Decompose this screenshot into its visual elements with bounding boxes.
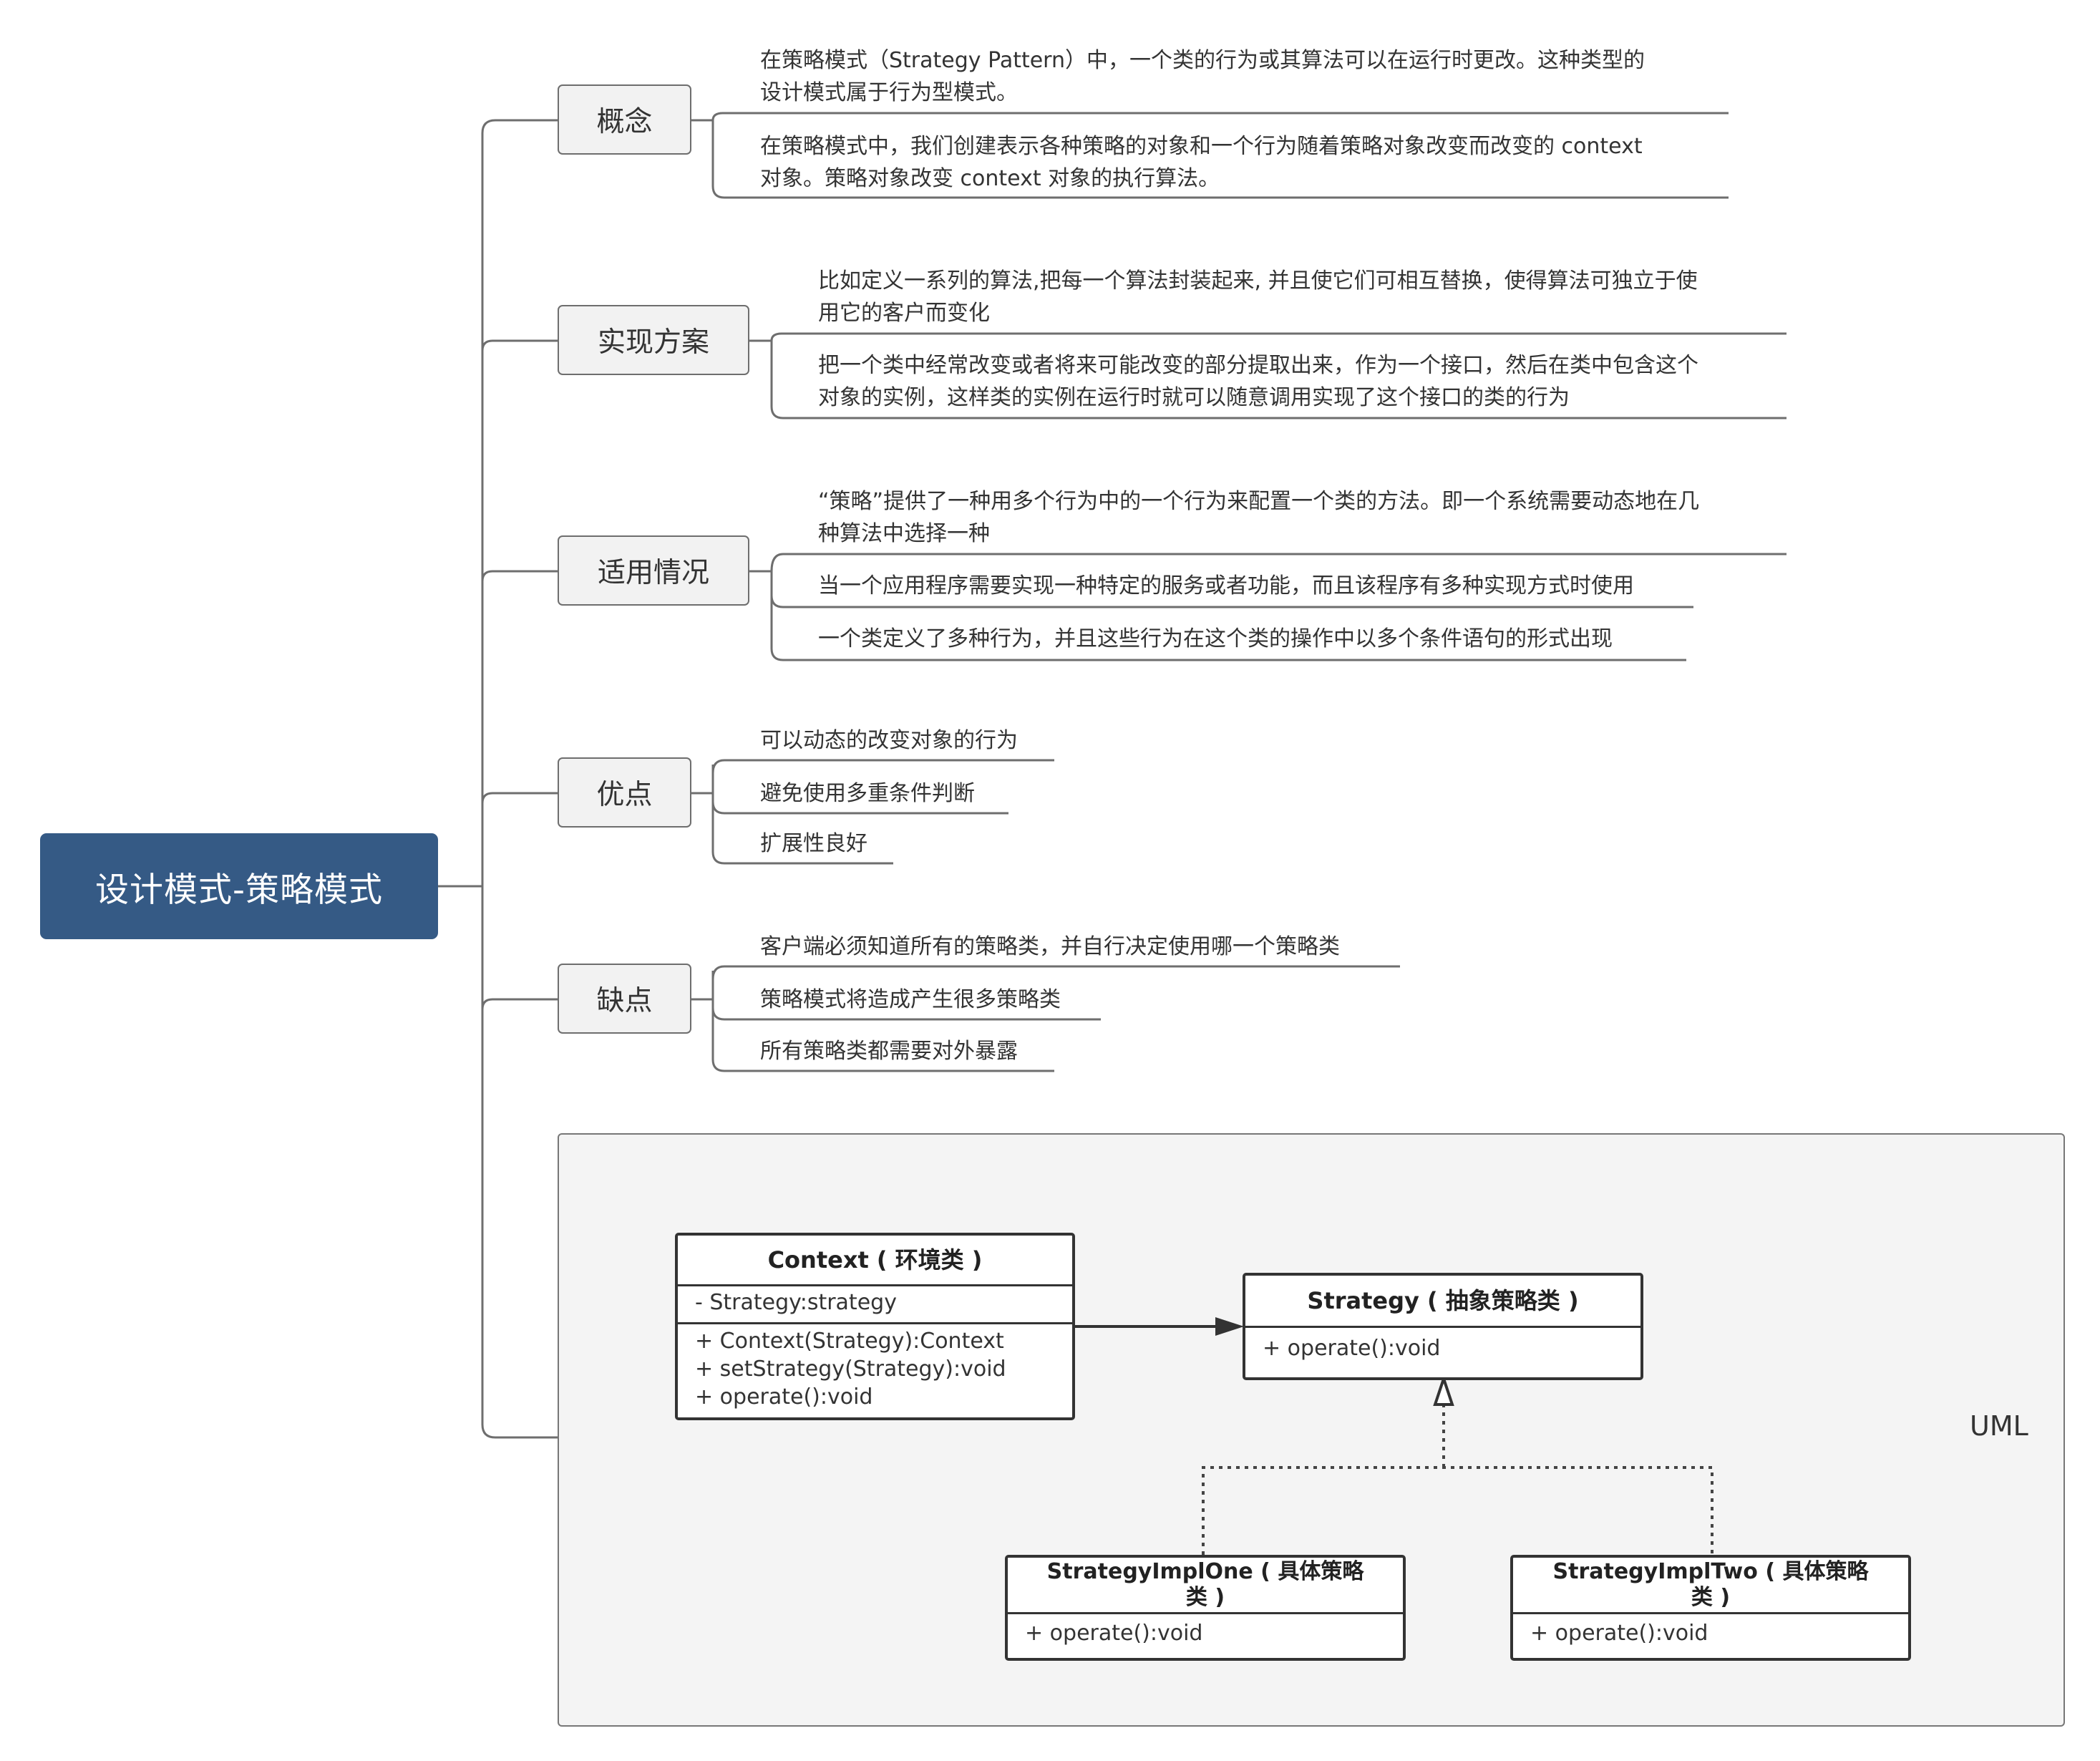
adv-item-2-text: 避免使用多重条件判断 bbox=[760, 781, 975, 806]
topic-advantages[interactable]: 优点 bbox=[558, 757, 691, 828]
impl-item-1[interactable]: 比如定义一系列的算法,把每一个算法封装起来, 并且使它们可相互替换，使得算法可独… bbox=[818, 265, 1698, 329]
dis-item-1-text: 客户端必须知道所有的策略类，并自行决定使用哪一个策略类 bbox=[760, 934, 1340, 959]
context-method-operate: + operate():void bbox=[695, 1384, 873, 1410]
uml-label: UML bbox=[1970, 1410, 2028, 1442]
spine-branch-apply bbox=[481, 570, 558, 582]
context-methods: + Context(Strategy):Context + setStrateg… bbox=[678, 1324, 1072, 1414]
adv-leaf1-line bbox=[711, 759, 1054, 774]
concept-item-2-line2: 对象。策略对象改变 context 对象的执行算法。 bbox=[760, 166, 1220, 191]
realization-arrowhead bbox=[1433, 1374, 1454, 1406]
dis-item-2-text: 策略模式将造成产生很多策略类 bbox=[760, 987, 1061, 1012]
dis-item-3-text: 所有策略类都需要对外暴露 bbox=[760, 1039, 1018, 1064]
apply-item-1[interactable]: “策略”提供了一种用多个行为中的一个行为来配置一个类的方法。即一个系统需要动态地… bbox=[818, 485, 1699, 550]
impl-item-1-line2: 用它的客户而变化 bbox=[818, 301, 990, 326]
main-spine bbox=[481, 119, 558, 1439]
impl-two-title-line2: 类 ) bbox=[1691, 1585, 1731, 1610]
impl-item-2-line1: 把一个类中经常改变或者将来可能改变的部分提取出来，作为一个接口，然后在类中包含这… bbox=[818, 353, 1698, 378]
association-arrowhead bbox=[1215, 1317, 1244, 1336]
concept-item-1-line2: 设计模式属于行为型模式。 bbox=[760, 80, 1018, 105]
context-attribute: - Strategy:strategy bbox=[695, 1290, 897, 1315]
adv-item-2[interactable]: 避免使用多重条件判断 bbox=[760, 777, 975, 810]
adv-item-1[interactable]: 可以动态的改变对象的行为 bbox=[760, 724, 1018, 757]
spine-branch-adv bbox=[481, 792, 558, 804]
dis-item-3[interactable]: 所有策略类都需要对外暴露 bbox=[760, 1035, 1018, 1067]
apply-item-3-line1: 一个类定义了多种行为，并且这些行为在这个类的操作中以多个条件语句的形式出现 bbox=[818, 626, 1613, 651]
apply-leaf2-line bbox=[770, 595, 1693, 608]
impl-one-method-operate: + operate():void bbox=[1025, 1621, 1203, 1646]
concept-item-2[interactable]: 在策略模式中，我们创建表示各种策略的对象和一个行为随着策略对象改变而改变的 co… bbox=[760, 130, 1643, 195]
uml-class-impl-one[interactable]: StrategyImplOne ( 具体策略 类 ) + operate():v… bbox=[1005, 1555, 1406, 1661]
concept-leaf1-line bbox=[711, 112, 1729, 121]
uml-class-strategy[interactable]: Strategy ( 抽象策略类 ) + operate():void bbox=[1243, 1273, 1643, 1380]
uml-class-context[interactable]: Context ( 环境类 ) - Strategy:strategy + Co… bbox=[675, 1233, 1075, 1420]
context-class-title: Context ( 环境类 ) bbox=[678, 1236, 1072, 1286]
adv-item-1-text: 可以动态的改变对象的行为 bbox=[760, 728, 1018, 753]
apply-item-1-line1: “策略”提供了一种用多个行为中的一个行为来配置一个类的方法。即一个系统需要动态地… bbox=[818, 489, 1700, 514]
apply-item-2-line1: 当一个应用程序需要实现一种特定的服务或者功能，而且该程序有多种实现方式时使用 bbox=[818, 573, 1634, 598]
root-topic[interactable]: 设计模式-策略模式 bbox=[40, 833, 438, 939]
adv-bracket bbox=[711, 765, 893, 865]
adv-item-3-text: 扩展性良好 bbox=[760, 831, 867, 856]
concept-item-1[interactable]: 在策略模式（Strategy Pattern）中，一个类的行为或其算法可以在运行… bbox=[760, 44, 1645, 109]
uml-class-impl-two[interactable]: StrategyImplTwo ( 具体策略 类 ) + operate():v… bbox=[1510, 1555, 1911, 1661]
impl-two-method-operate: + operate():void bbox=[1530, 1621, 1708, 1646]
impl-one-methods: + operate():void bbox=[1008, 1614, 1403, 1650]
dis-leaf2-line bbox=[711, 1007, 1101, 1021]
impl-one-class-title: StrategyImplOne ( 具体策略 类 ) bbox=[1008, 1558, 1403, 1614]
topic-applicability[interactable]: 适用情况 bbox=[558, 535, 749, 606]
impl-leaf1-line bbox=[770, 332, 1787, 341]
dis-leaf1-line bbox=[711, 965, 1400, 980]
topic-implementation[interactable]: 实现方案 bbox=[558, 305, 749, 375]
concept-bracket bbox=[711, 120, 1729, 199]
impl-item-1-line1: 比如定义一系列的算法,把每一个算法封装起来, 并且使它们可相互替换，使得算法可独… bbox=[818, 268, 1698, 294]
impl-two-methods: + operate():void bbox=[1513, 1614, 1908, 1650]
dis-bracket bbox=[711, 971, 1054, 1072]
impl-item-2[interactable]: 把一个类中经常改变或者将来可能改变的部分提取出来，作为一个接口，然后在类中包含这… bbox=[818, 349, 1698, 414]
strategy-methods: + operate():void bbox=[1245, 1328, 1640, 1365]
impl-bracket bbox=[770, 341, 1787, 419]
context-attributes: - Strategy:strategy bbox=[678, 1286, 1072, 1324]
apply-leaf1-line bbox=[770, 553, 1787, 572]
spine-branch-impl bbox=[481, 339, 558, 351]
dis-item-2[interactable]: 策略模式将造成产生很多策略类 bbox=[760, 984, 1061, 1016]
strategy-method-operate: + operate():void bbox=[1263, 1336, 1441, 1361]
spine-branch-dis bbox=[481, 998, 558, 1010]
impl-two-class-title: StrategyImplTwo ( 具体策略 类 ) bbox=[1513, 1558, 1908, 1614]
impl-one-title-line1: StrategyImplOne ( 具体策略 bbox=[1046, 1559, 1364, 1584]
strategy-class-title: Strategy ( 抽象策略类 ) bbox=[1245, 1276, 1640, 1328]
apply-item-3[interactable]: 一个类定义了多种行为，并且这些行为在这个类的操作中以多个条件语句的形式出现 bbox=[818, 623, 1613, 655]
adv-leaf2-line bbox=[711, 801, 1008, 815]
topic-disadvantages[interactable]: 缺点 bbox=[558, 964, 691, 1034]
apply-bracket bbox=[770, 571, 1686, 661]
concept-item-2-line1: 在策略模式中，我们创建表示各种策略的对象和一个行为随着策略对象改变而改变的 co… bbox=[760, 134, 1643, 159]
apply-item-2[interactable]: 当一个应用程序需要实现一种特定的服务或者功能，而且该程序有多种实现方式时使用 bbox=[818, 570, 1634, 602]
realization-line-one bbox=[1202, 1466, 1713, 1555]
impl-one-title-line2: 类 ) bbox=[1185, 1585, 1225, 1610]
context-method-setstrategy: + setStrategy(Strategy):void bbox=[695, 1357, 1006, 1382]
context-method-constructor: + Context(Strategy):Context bbox=[695, 1329, 1004, 1354]
dis-item-1[interactable]: 客户端必须知道所有的策略类，并自行决定使用哪一个策略类 bbox=[760, 931, 1340, 963]
impl-two-title-line1: StrategyImplTwo ( 具体策略 bbox=[1552, 1559, 1869, 1584]
apply-item-1-line2: 种算法中选择一种 bbox=[818, 521, 990, 546]
adv-item-3[interactable]: 扩展性良好 bbox=[760, 828, 867, 860]
impl-item-2-line2: 对象的实例，这样类的实例在运行时就可以随意调用实现了这个接口的类的行为 bbox=[818, 385, 1570, 410]
concept-item-1-line1: 在策略模式（Strategy Pattern）中，一个类的行为或其算法可以在运行… bbox=[760, 48, 1646, 73]
topic-concept[interactable]: 概念 bbox=[558, 84, 691, 155]
